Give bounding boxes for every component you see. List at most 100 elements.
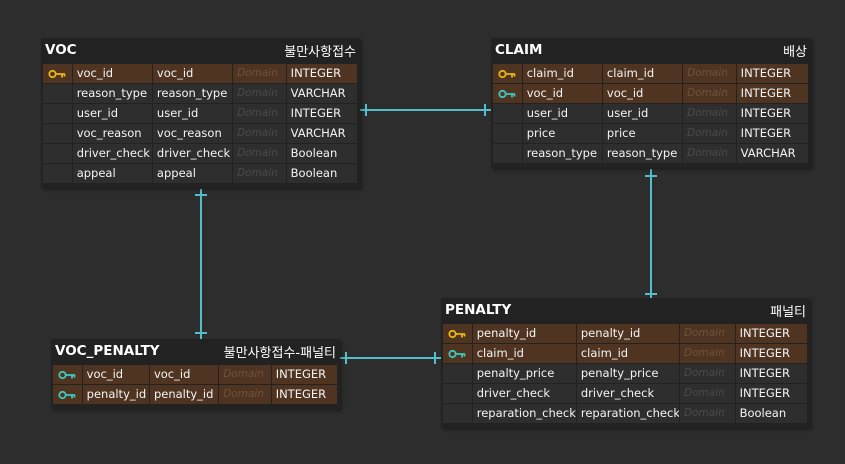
logical-name[interactable]: driver_check: [472, 384, 576, 403]
logical-name[interactable]: penalty_price: [472, 364, 576, 383]
domain-cell[interactable]: Domain: [680, 384, 735, 403]
logical-name[interactable]: user_id: [522, 104, 602, 123]
physical-name[interactable]: voc_id: [152, 64, 233, 83]
domain-cell[interactable]: Domain: [683, 124, 736, 143]
entity-name: VOC_PENALTY: [55, 343, 160, 359]
logical-name[interactable]: price: [522, 124, 602, 143]
physical-name[interactable]: voc_id: [602, 84, 683, 103]
domain-cell[interactable]: Domain: [233, 144, 286, 163]
data-type[interactable]: Boolean: [286, 164, 357, 183]
domain-cell[interactable]: Domain: [680, 324, 735, 343]
domain-cell[interactable]: Domain: [233, 124, 286, 143]
data-type[interactable]: VARCHAR: [736, 144, 808, 163]
domain-cell[interactable]: Domain: [680, 344, 735, 363]
physical-name[interactable]: claim_id: [602, 64, 683, 83]
physical-name[interactable]: penalty_id: [149, 385, 219, 404]
data-type[interactable]: INTEGER: [286, 64, 357, 83]
physical-name[interactable]: reason_type: [602, 144, 683, 163]
data-type[interactable]: INTEGER: [735, 384, 807, 403]
physical-name[interactable]: penalty_id: [576, 324, 679, 343]
logical-name[interactable]: appeal: [72, 164, 152, 183]
physical-name[interactable]: user_id: [152, 104, 233, 123]
logical-name[interactable]: voc_id: [72, 64, 152, 83]
key-cell: [53, 365, 82, 384]
domain-cell[interactable]: Domain: [680, 364, 735, 383]
domain-cell[interactable]: Domain: [233, 164, 286, 183]
physical-name[interactable]: appeal: [152, 164, 233, 183]
data-type[interactable]: Boolean: [286, 144, 357, 163]
data-type[interactable]: INTEGER: [271, 365, 337, 384]
physical-name[interactable]: reason_type: [152, 84, 233, 103]
data-type[interactable]: VARCHAR: [286, 84, 357, 103]
logical-name[interactable]: penalty_id: [82, 385, 149, 404]
data-type[interactable]: VARCHAR: [286, 124, 357, 143]
data-type[interactable]: INTEGER: [736, 104, 808, 123]
physical-name[interactable]: voc_id: [149, 365, 219, 384]
domain-cell[interactable]: Domain: [680, 404, 735, 423]
physical-name[interactable]: user_id: [602, 104, 683, 123]
logical-name[interactable]: reparation_check: [472, 404, 576, 423]
physical-name[interactable]: claim_id: [576, 344, 679, 363]
physical-name[interactable]: price: [602, 124, 683, 143]
domain-cell[interactable]: Domain: [233, 84, 286, 103]
logical-name[interactable]: claim_id: [472, 344, 576, 363]
logical-name[interactable]: reason_type: [522, 144, 602, 163]
data-type[interactable]: INTEGER: [286, 104, 357, 123]
logical-name[interactable]: penalty_id: [472, 324, 576, 343]
physical-name[interactable]: driver_check: [576, 384, 679, 403]
logical-name[interactable]: user_id: [72, 104, 152, 123]
logical-name[interactable]: claim_id: [522, 64, 602, 83]
domain-cell[interactable]: Domain: [683, 104, 736, 123]
physical-name[interactable]: driver_check: [152, 144, 233, 163]
domain-cell[interactable]: Domain: [683, 64, 736, 83]
data-type[interactable]: INTEGER: [735, 344, 807, 363]
data-type[interactable]: INTEGER: [736, 64, 808, 83]
data-type[interactable]: INTEGER: [271, 385, 337, 404]
data-type[interactable]: INTEGER: [735, 324, 807, 343]
physical-name[interactable]: voc_reason: [152, 124, 233, 143]
domain-cell[interactable]: Domain: [233, 104, 286, 123]
data-type[interactable]: INTEGER: [736, 124, 808, 143]
domain-cell[interactable]: Domain: [233, 64, 286, 83]
domain-cell[interactable]: Domain: [683, 84, 736, 103]
domain-cell[interactable]: Domain: [219, 365, 271, 384]
physical-name[interactable]: penalty_price: [576, 364, 679, 383]
logical-name[interactable]: reason_type: [72, 84, 152, 103]
logical-name[interactable]: driver_check: [72, 144, 152, 163]
data-type[interactable]: INTEGER: [736, 84, 808, 103]
physical-name[interactable]: reparation_check: [576, 404, 679, 423]
logical-name[interactable]: voc_id: [82, 365, 149, 384]
domain-cell[interactable]: Domain: [219, 385, 271, 404]
data-type[interactable]: INTEGER: [735, 364, 807, 383]
domain-cell[interactable]: Domain: [683, 144, 736, 163]
logical-name[interactable]: voc_id: [522, 84, 602, 103]
data-type[interactable]: Boolean: [735, 404, 807, 423]
logical-name[interactable]: voc_reason: [72, 124, 152, 143]
